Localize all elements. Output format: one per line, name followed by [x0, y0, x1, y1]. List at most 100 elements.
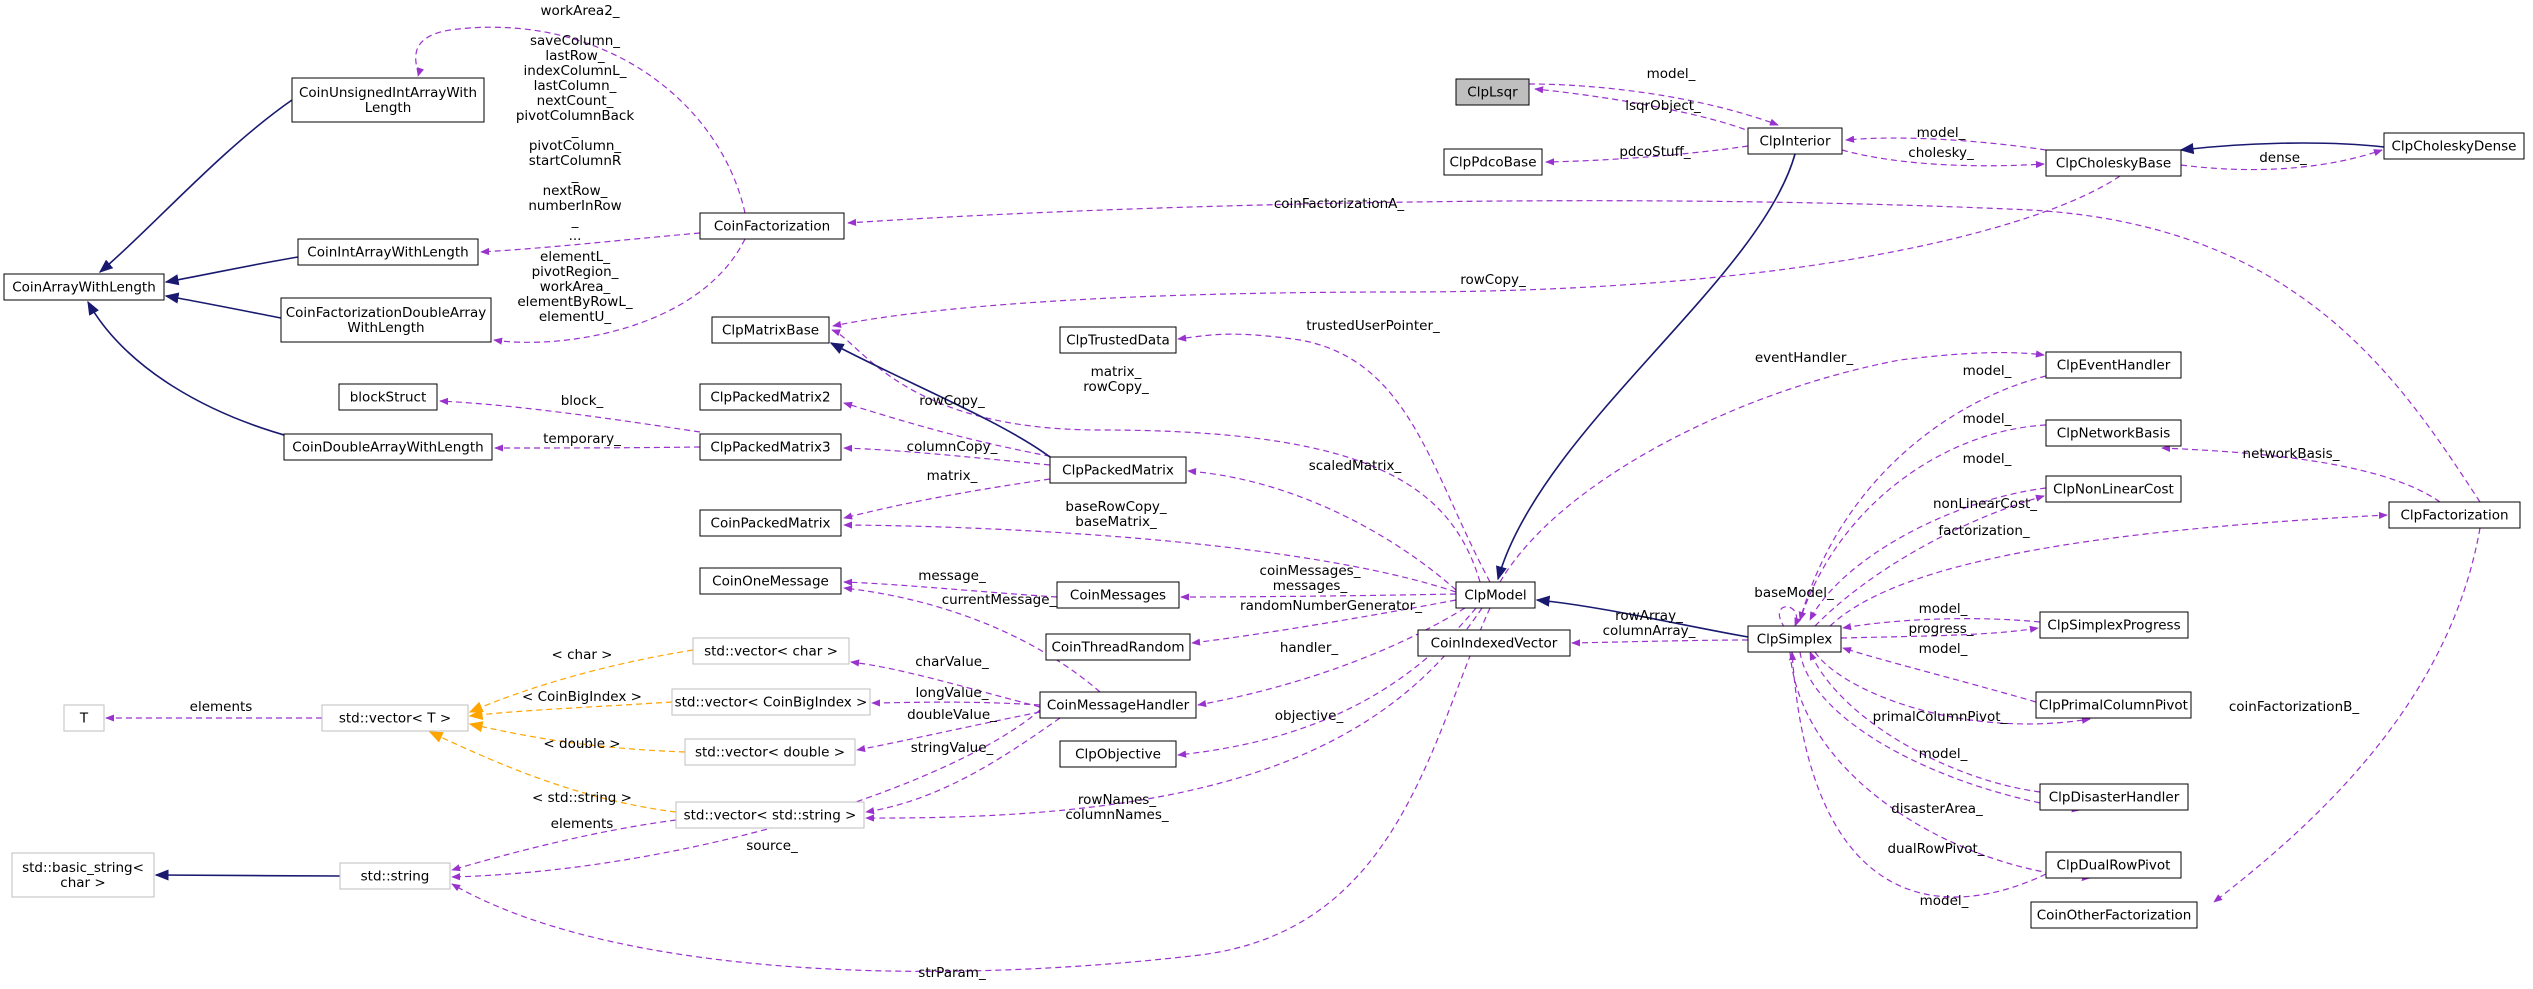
- class-node-clpdisasterhandler[interactable]: ClpDisasterHandler: [2039, 783, 2189, 811]
- class-label: T: [79, 711, 89, 727]
- class-node-clpsimplexprogress[interactable]: ClpSimplexProgress: [2039, 611, 2189, 639]
- class-node-coinmessages[interactable]: CoinMessages: [1056, 581, 1180, 609]
- class-node-vecbigidx[interactable]: std::vector< CoinBigIndex >: [671, 688, 871, 716]
- class-node-coinonemessage[interactable]: CoinOneMessage: [699, 567, 842, 595]
- edge-label-line: model_: [1917, 125, 1966, 141]
- class-box: [1747, 625, 1842, 653]
- class-box: [283, 433, 493, 461]
- class-box: [280, 297, 492, 343]
- class-node-coinmessagehandler[interactable]: CoinMessageHandler: [1039, 691, 1197, 719]
- edge-label-line: ...: [569, 228, 582, 244]
- edge-label-line: workArea_: [540, 279, 611, 295]
- class-label: blockStruct: [350, 390, 427, 406]
- class-label: CoinFactorizationDoubleArray: [286, 305, 486, 321]
- edge-label-coinmessages: coinMessages_messages_: [1260, 563, 1361, 594]
- class-node-vect[interactable]: std::vector< T >: [321, 704, 469, 732]
- edge-label-dense: dense_: [2259, 150, 2307, 166]
- edge-label-line: model_: [1919, 601, 1968, 617]
- usage-edge: [2161, 444, 2441, 503]
- class-node-clptrusteddata[interactable]: ClpTrustedData: [1059, 326, 1177, 354]
- edge-label-line: progress_: [1908, 621, 1973, 637]
- edge-label-line: model_: [1919, 641, 1968, 657]
- edge-label-line: charValue_: [915, 654, 989, 670]
- class-node-clpobjective[interactable]: ClpObjective: [1059, 740, 1177, 768]
- class-node-clpinterior[interactable]: ClpInterior: [1747, 127, 1843, 155]
- class-box: [2045, 351, 2182, 379]
- edge-label-line: coinFactorizationB_: [2229, 699, 2360, 715]
- class-node-cointhreadrandom[interactable]: CoinThreadRandom: [1045, 633, 1191, 661]
- edge-label-rowcopy_top: rowCopy_: [1460, 272, 1526, 288]
- edge-label-elements_str: elements: [551, 816, 614, 832]
- class-node-vecdouble[interactable]: std::vector< double >: [684, 738, 856, 766]
- usage-edge: [1799, 424, 2047, 621]
- edge-label-temporary: temporary_: [543, 431, 621, 447]
- edge-label-tchar: < char >: [551, 647, 612, 663]
- class-box: [711, 316, 830, 344]
- usage-edge: [832, 175, 2121, 328]
- class-node-stdstring[interactable]: std::string: [339, 862, 451, 890]
- class-node-vecstring[interactable]: std::vector< std::string >: [675, 801, 865, 829]
- class-node-coinfactorization[interactable]: CoinFactorization: [699, 212, 845, 240]
- class-label: ClpDualRowPivot: [2057, 858, 2171, 874]
- class-node-basicstring[interactable]: std::basic_string<char >: [11, 852, 155, 898]
- class-node-coindoublearraywithlength[interactable]: CoinDoubleArrayWithLength: [283, 433, 493, 461]
- usage-edge: [1499, 350, 2045, 583]
- class-label: CoinOtherFactorization: [2037, 908, 2192, 924]
- class-node-clpfactorization[interactable]: ClpFactorization: [2388, 501, 2521, 529]
- class-node-clpeventhandler[interactable]: ClpEventHandler: [2045, 351, 2182, 379]
- class-node-t[interactable]: T: [63, 704, 105, 732]
- class-node-blockstruct[interactable]: blockStruct: [338, 383, 438, 411]
- class-node-coinindexedvector[interactable]: CoinIndexedVector: [1417, 629, 1571, 657]
- edge-label-line: nonLinearCost_: [1933, 496, 2037, 512]
- class-node-clppackedmatrix3[interactable]: ClpPackedMatrix3: [699, 433, 842, 461]
- edge-label-line: temporary_: [543, 431, 621, 447]
- class-label: ClpLsqr: [1467, 85, 1518, 101]
- class-node-clplsqr[interactable]: ClpLsqr: [1455, 78, 1530, 106]
- class-node-clpprimalcolumnpivot[interactable]: ClpPrimalColumnPivot: [2035, 691, 2192, 719]
- class-node-clpnetworkbasis[interactable]: ClpNetworkBasis: [2045, 419, 2182, 447]
- class-node-coinpackedmatrix[interactable]: CoinPackedMatrix: [699, 509, 842, 537]
- edge-label-line: baseMatrix_: [1075, 514, 1157, 530]
- class-node-clpsimplex[interactable]: ClpSimplex: [1747, 625, 1842, 653]
- class-label: ClpCholeskyBase: [2056, 156, 2171, 172]
- edge-label-line: elementL_: [540, 249, 610, 265]
- class-label: ClpEventHandler: [2057, 358, 2171, 374]
- class-node-coinintarraywithlength[interactable]: CoinIntArrayWithLength: [297, 238, 479, 266]
- class-label: ClpSimplex: [1757, 632, 1833, 648]
- class-box: [2045, 149, 2182, 177]
- class-node-clppackedmatrix[interactable]: ClpPackedMatrix: [1049, 456, 1187, 484]
- usage-edge: [493, 238, 746, 345]
- class-node-vecchar[interactable]: std::vector< char >: [692, 637, 850, 665]
- class-node-clpcholeskybase[interactable]: ClpCholeskyBase: [2045, 149, 2182, 177]
- usage-edge: [1191, 599, 1457, 646]
- edge-label-model_dual: model_: [1920, 893, 1969, 909]
- edge-label-line: model_: [1920, 893, 1969, 909]
- class-label: CoinArrayWithLength: [12, 280, 156, 296]
- class-node-clppdcobase[interactable]: ClpPdcoBase: [1443, 148, 1543, 176]
- class-node-clppackedmatrix2[interactable]: ClpPackedMatrix2: [699, 383, 842, 411]
- class-label: ClpFactorization: [2400, 508, 2508, 524]
- edge-label-model_disaster: model_: [1919, 746, 1968, 762]
- class-node-coinotherfactorization[interactable]: CoinOtherFactorization: [2030, 901, 2198, 929]
- class-label: ClpNetworkBasis: [2057, 426, 2170, 442]
- class-box: [1443, 148, 1543, 176]
- edge-label-line: columnNames_: [1065, 807, 1169, 823]
- edge-label-basemodel: baseModel_: [1754, 585, 1834, 601]
- class-node-clpdualrowpivot[interactable]: ClpDualRowPivot: [2045, 851, 2182, 879]
- class-box: [11, 852, 155, 898]
- class-box: [1455, 581, 1536, 609]
- edge-label-line: model_: [1919, 746, 1968, 762]
- class-node-clpmodel[interactable]: ClpModel: [1455, 581, 1536, 609]
- class-node-clpnonlinearcost[interactable]: ClpNonLinearCost: [2045, 475, 2182, 503]
- class-label: std::vector< double >: [695, 745, 845, 761]
- edge-label-lsqrobject: lsqrObject_: [1625, 98, 1701, 114]
- usage-edge: [451, 819, 677, 872]
- class-node-coinarraywithlength[interactable]: CoinArrayWithLength: [3, 273, 165, 301]
- class-node-clpcholeskydense[interactable]: ClpCholeskyDense: [2383, 132, 2525, 160]
- class-box: [2383, 132, 2525, 160]
- class-node-clpmatrixbase[interactable]: ClpMatrixBase: [711, 316, 830, 344]
- class-box: [297, 238, 479, 266]
